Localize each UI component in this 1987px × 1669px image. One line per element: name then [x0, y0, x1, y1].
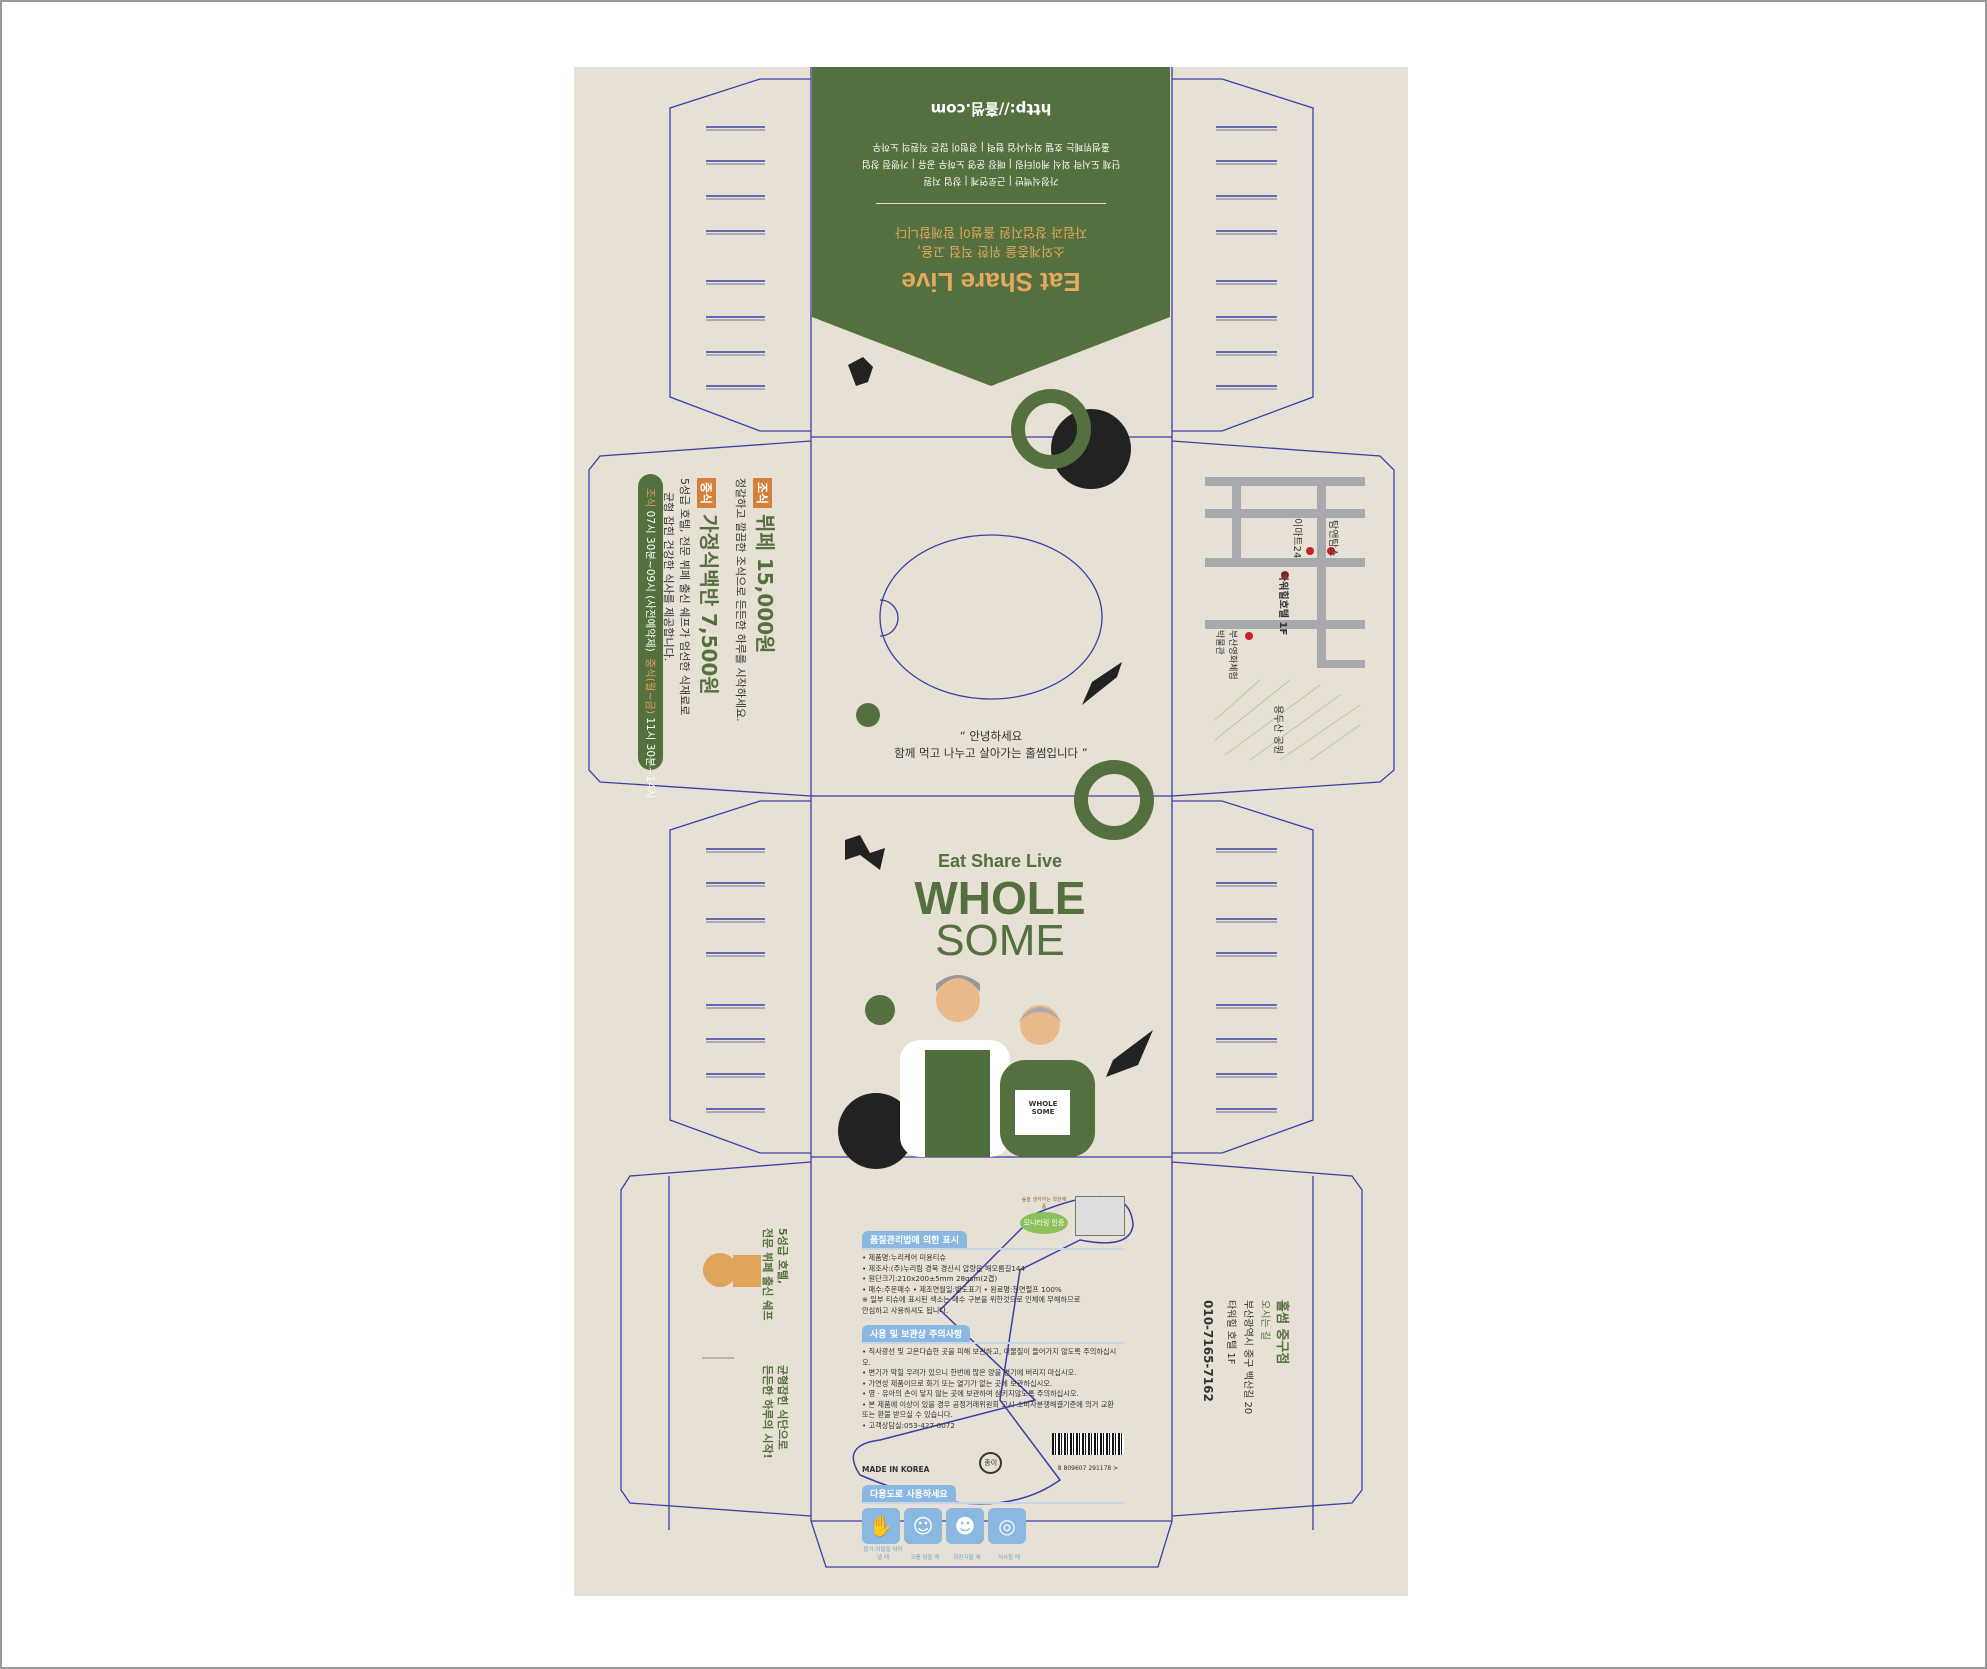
makeup-icon: ☻	[946, 1508, 984, 1544]
barcode-number: 8 809607 291178 >	[1057, 1465, 1119, 1472]
greeting-line: 함께 먹고 나누고 살아가는 홀썸입니다 ”	[894, 746, 1088, 760]
section-header: 품질관리법에 의한 표시	[862, 1231, 968, 1248]
address-line: 부산광역시 중구 백산길 20	[1242, 1300, 1253, 1415]
eco-text: 숲을 생각하는 착한제품	[1021, 1197, 1067, 1210]
label-line: ※ 일부 티슈에 표시된 색소는 매수 구분을 위한것으로 인체에 무해하므로	[862, 1295, 1081, 1304]
front-slogan: Eat Share Live	[937, 851, 1063, 871]
broccoli-icon	[856, 703, 880, 727]
menu-info: 조식뷔페 15,000원 정갈하고 깔끔한 조식으로 든든한 하루를 시작하세요…	[661, 478, 781, 722]
use-caption: 화장지울 때	[953, 1555, 981, 1561]
label-line: • 영 · 유아의 손이 닿지 않는 곳에 보관하여 삼키지않도록 주의하십시오…	[862, 1389, 1079, 1398]
map-markers	[1245, 547, 1335, 640]
chef-hat-icon	[703, 1253, 761, 1287]
map-label: 부산영화체험 박물관	[1214, 630, 1237, 680]
store-info: 홀썸 중구점 오시는 길 부산광역시 중구 백산길 20 타워힐 호텔 1F 0…	[1199, 1300, 1290, 1414]
label-line: 안심하고 사용하셔도 됩니다.	[862, 1305, 949, 1315]
service-line: 단체 도시락 외식 케이터링 | 매장 운영 노하우 공유 | 가맹점 창업	[861, 158, 1121, 169]
section-header: 다용도로 사용하세요	[862, 1485, 956, 1502]
address-line: 타워힐 호텔 1F	[1225, 1300, 1236, 1365]
tissue-box-icon	[1075, 1196, 1125, 1236]
label-line: • 가연성 제품이므로 화기 또는 열기가 없는 곳에 보관하십시오.	[862, 1378, 1053, 1388]
service-line: 홀썸뷔페는 호텔 외식사업 협력 | 경험이 많은 직원의 노하우	[872, 141, 1110, 152]
lunch-price: 가정식백반 7,500원	[697, 514, 721, 695]
nose-icon: ☺	[904, 1508, 942, 1544]
bag-logo: WHOLE SOME	[1028, 1100, 1058, 1116]
lunch-desc-2: 균형 잡힌 건강한 식사를 제공합니다.	[662, 492, 675, 662]
label-line: • 제품명:누리케어 미용티슈	[862, 1253, 946, 1262]
use-caption: 물기·이물질 닦아낼 때	[863, 1547, 903, 1561]
website-url: http://홀썸.com	[930, 100, 1052, 118]
meal-text: 균형잡힌 식단으로 든든한 하루의 시작!	[760, 1365, 790, 1459]
brand-some: SOME	[935, 916, 1065, 965]
hours-value: 07시 30분~09시 (사전예약제)	[644, 510, 656, 652]
front-logo: Eat Share Live WHOLE SOME	[880, 851, 1120, 965]
broccoli-icon	[865, 995, 895, 1025]
map-label-hotel: 타워힐호텔 1F	[1277, 572, 1288, 636]
made-in: MADE IN KOREA	[862, 1465, 930, 1474]
tag-lunch: 중식	[697, 478, 716, 509]
greeting: “ 안녕하세요 함께 먹고 나누고 살아가는 홀썸입니다 ”	[850, 728, 1132, 762]
barcode: 8 809607 291178 >	[1051, 1433, 1124, 1474]
eco-badge: 숲을 생각하는 착한제품 모니터링 인증	[1020, 1196, 1068, 1234]
top-flap-content: Eat Share Live 소외계층을 위한 직접 고용, 자립과 창업지원 …	[812, 67, 1170, 317]
brand-whole: WHOLE	[914, 872, 1086, 924]
lunch-desc-1: 5성급 호텔, 전문 뷔페 출신 쉐프가 엄선한 식재료로	[678, 478, 691, 716]
vegetable-icons	[845, 357, 1153, 1077]
map-roads	[1205, 477, 1365, 668]
map-label: 이마트24	[1291, 518, 1302, 559]
hours-pill: 조식 07시 30분~09시 (사전예약제) 중식(월~금) 11시 30분~1…	[638, 474, 663, 799]
section-header: 사용 및 보관상 주의사항	[862, 1325, 971, 1342]
label-line: • 매수:주문매수 • 제조연월일:별도표기 • 원료명:천연펄프 100%	[862, 1284, 1062, 1294]
eco-badge-label: 모니터링 인증	[1020, 1212, 1068, 1234]
tagline-1: 소외계층을 위한 직접 고용,	[916, 243, 1066, 258]
directions-label: 오시는 길	[1259, 1300, 1270, 1340]
chef-text-line: 5성급 호텔,	[776, 1228, 789, 1285]
map-park	[1214, 679, 1361, 761]
phone: 010-7165-7162	[1201, 1300, 1215, 1402]
wipe-icon: ✋	[862, 1508, 900, 1544]
recycle-paper-icon: 종이	[979, 1452, 1003, 1474]
map-label: 용두산 공원	[1272, 705, 1283, 755]
deco-circle	[1051, 409, 1131, 489]
label-line: 또는 환불 받으실 수 있습니다.	[862, 1410, 953, 1419]
greeting-line: “ 안녕하세요	[959, 729, 1023, 743]
top-green-panel	[812, 67, 1170, 386]
chef-text: 5성급 호텔, 전문 뷔페 출신 쉐프	[760, 1228, 790, 1320]
meal-icon: ◎	[988, 1508, 1026, 1544]
deco-ring	[1074, 760, 1154, 840]
product-label: 품질관리법에 의한 표시 • 제품명:누리케어 미용티슈• 제조사:(주)누리림…	[862, 1228, 1124, 1563]
chef-text-line: 전문 뷔페 출신 쉐프	[761, 1228, 774, 1321]
buffet-price: 뷔페 15,000원	[753, 514, 777, 654]
buffet-desc: 정갈하고 깔끔한 조식으로 든든한 하루를 시작하세요.	[734, 478, 747, 722]
hours-label: 조식	[644, 488, 656, 508]
label-line: • 변기가 막힐 우려가 있으니 한번에 많은 양을 변기에 버리지 마십시오.	[862, 1368, 1077, 1377]
deco-circle	[838, 1093, 914, 1169]
meal-text-line: 균형잡힌 식단으로	[776, 1365, 789, 1450]
label-line: • 제조사:(주)누리림 경북 경산시 압량읍 해오름길144	[862, 1263, 1026, 1273]
chef-illustration	[900, 975, 1095, 1157]
label-line: • 본 제품에 이상이 있을 경우 공정거래위원회 고시 소비자분쟁해결기준에 …	[862, 1399, 1114, 1409]
use-caption: 식사할 때	[998, 1555, 1020, 1561]
service-line: 가정식백반 | 근로연계 | 창업 지원	[923, 175, 1059, 186]
label-line: • 직사광선 및 고온다습한 곳을 피해 보관하고, 이물질이 들어가지 않도록…	[862, 1347, 1117, 1367]
hours-value: 11시 30분~14시	[644, 717, 656, 799]
hours-label: 중식(월~금)	[644, 658, 656, 715]
label-line: • 원단크기:210x200±5mm 28gsm(2겹)	[862, 1274, 998, 1283]
label-line: • 고객상담실:053-427-0072	[862, 1420, 955, 1430]
tag-breakfast: 조식	[753, 478, 772, 509]
store-name: 홀썸 중구점	[1274, 1300, 1289, 1365]
tagline-2: 자립과 창업지원 홀썸이 함께합니다	[895, 224, 1087, 239]
map-label: 탐앤탐스	[1327, 520, 1338, 557]
meal-text-line: 든든한 하루의 시작!	[761, 1365, 774, 1459]
use-caption: 코를 닦을 때	[910, 1555, 940, 1561]
slogan-upside: Eat Share Live	[901, 267, 1081, 297]
deco-ring	[1011, 389, 1091, 469]
